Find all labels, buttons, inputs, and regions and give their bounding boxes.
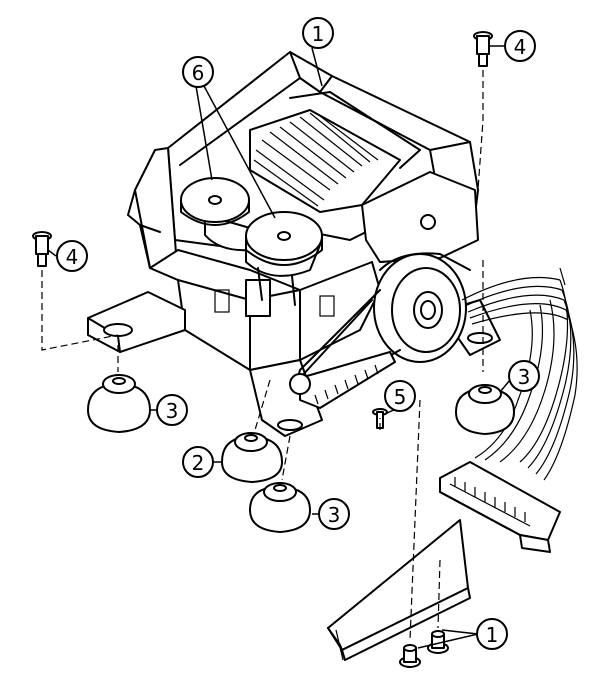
callout-1-bottom: 1	[476, 618, 508, 650]
assembly-guide-lines	[41, 70, 484, 641]
callout-4-top: 4	[504, 30, 536, 62]
drive-belt	[289, 289, 401, 409]
callout-1-top: 1	[302, 17, 334, 49]
callout-2: 2	[182, 446, 214, 478]
ribbed-roller	[249, 91, 421, 213]
connector-plug	[439, 461, 561, 553]
callout-3-left: 3	[156, 394, 188, 426]
callout-1-bottom-label: 1	[486, 623, 499, 647]
callout-4-left: 4	[56, 240, 88, 272]
screw-pair	[399, 630, 449, 668]
callout-6-label: 6	[192, 61, 205, 85]
callout-3-left-label: 3	[166, 399, 179, 423]
capstan-pulley	[373, 252, 471, 363]
callout-4-left-label: 4	[66, 245, 79, 269]
rubber-foot-lower	[249, 482, 311, 533]
callout-3-right-label: 3	[518, 365, 531, 389]
rubber-foot-left	[87, 374, 151, 433]
wire-harness	[461, 267, 578, 481]
callout-2-label: 2	[192, 451, 205, 475]
screw-left	[32, 231, 52, 267]
reel-table-right	[245, 211, 323, 306]
callout-leaders	[47, 45, 511, 649]
callout-3-lower-label: 3	[328, 503, 341, 527]
mounting-bracket	[327, 519, 471, 661]
screw-top-right	[473, 31, 493, 67]
screw-small	[372, 408, 388, 429]
callout-6: 6	[182, 56, 214, 88]
callout-3-right: 3	[508, 360, 540, 392]
callout-4-top-label: 4	[514, 35, 527, 59]
rubber-foot-right	[455, 384, 515, 435]
callout-3-lower: 3	[318, 498, 350, 530]
rubber-foot-front	[221, 432, 283, 483]
reel-table-left	[180, 177, 251, 252]
callout-1-top-label: 1	[312, 22, 325, 46]
callout-5-label: 5	[394, 385, 407, 409]
callout-5: 5	[384, 380, 416, 412]
